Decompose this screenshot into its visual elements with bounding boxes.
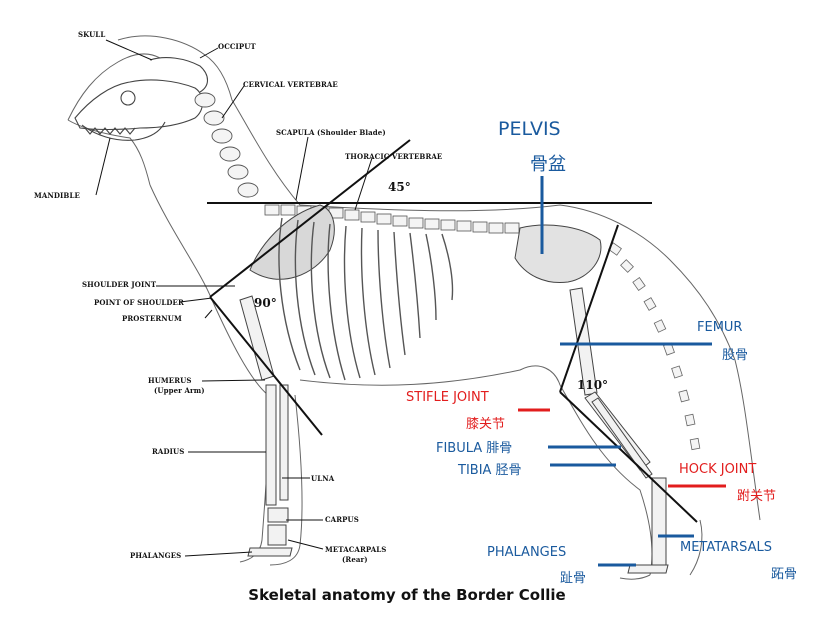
label-pelvis: PELVIS	[498, 118, 561, 140]
label-mandible: MANDIBLE	[34, 191, 80, 200]
label-thoracic-vertebrae: THORACIC VERTEBRAE	[345, 152, 443, 161]
tail-sketch	[608, 242, 701, 451]
ribcage-sketch	[278, 217, 454, 381]
black-leader-lines	[95, 39, 373, 557]
label-ulna: ULNA	[311, 474, 335, 483]
cervical-spine-sketch	[194, 92, 259, 198]
label-humerus: HUMERUS	[148, 376, 192, 385]
label-metacarpals: METACARPALS	[325, 545, 387, 554]
label-tibia: TIBIA 胫骨	[458, 463, 522, 478]
label-carpus: CARPUS	[325, 515, 359, 524]
front-leg-sketch	[239, 295, 293, 557]
scapula-sketch	[249, 204, 335, 280]
label-point-of-shoulder: POINT OF SHOULDER	[94, 298, 184, 307]
angle-label-hind: 110°	[577, 378, 609, 392]
label-metacarpals-sub: (Rear)	[342, 555, 368, 564]
label-stifle-joint: STIFLE JOINT	[406, 390, 489, 405]
pelvis-sketch	[514, 224, 602, 284]
skull-sketch	[74, 57, 209, 141]
dog-outline	[67, 35, 761, 580]
label-phalanges-hind: PHALANGES	[487, 545, 567, 560]
label-skull: SKULL	[78, 30, 106, 39]
label-cervical-vertebrae: CERVICAL VERTEBRAE	[243, 80, 338, 89]
angle-label-shoulder: 90°	[254, 296, 277, 310]
hind-leg-sketch	[569, 287, 669, 574]
label-metatarsals: METATARSALS	[680, 540, 772, 555]
label-metatarsals-zh: 跖骨	[771, 567, 798, 582]
angle-label-withers: 45°	[388, 180, 411, 194]
label-fibula: FIBULA 腓骨	[436, 441, 513, 456]
angle-lines	[207, 139, 698, 523]
label-phalanges-front: PHALANGES	[130, 551, 182, 560]
label-humerus-sub: (Upper Arm)	[154, 386, 205, 395]
label-shoulder-joint: SHOULDER JOINT	[82, 280, 157, 289]
blue-pointer-lines	[540, 176, 712, 567]
figure-caption: Skeletal anatomy of the Border Collie	[248, 586, 566, 604]
label-femur-zh: 股骨	[722, 348, 749, 363]
label-femur: FEMUR	[697, 320, 743, 335]
label-stifle-joint-zh: 膝关节	[466, 417, 506, 432]
label-prosternum: PROSTERNUM	[122, 314, 182, 323]
label-phalanges-hind-zh: 趾骨	[560, 571, 587, 586]
label-occiput: OCCIPUT	[218, 42, 256, 51]
label-hock-joint-zh: 跗关节	[737, 489, 777, 504]
label-hock-joint: HOCK JOINT	[679, 462, 757, 477]
label-scapula: SCAPULA (Shoulder Blade)	[276, 128, 386, 137]
red-pointer-lines	[518, 408, 726, 488]
label-pelvis-zh: 骨盆	[530, 154, 566, 175]
label-radius: RADIUS	[152, 447, 185, 456]
